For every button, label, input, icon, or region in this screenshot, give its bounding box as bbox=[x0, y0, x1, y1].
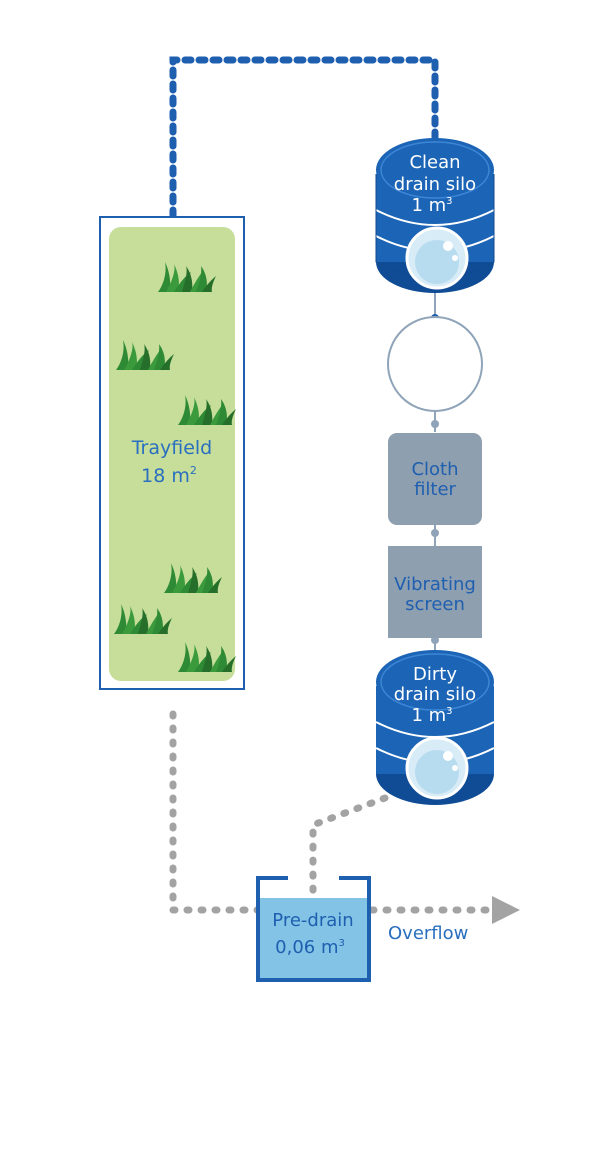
trayfield-label: Trayfield bbox=[131, 437, 213, 459]
clean-silo-label-line1: Clean bbox=[409, 152, 460, 173]
pre-drain-label: Pre-drain bbox=[272, 910, 353, 931]
dirty-drain-silo: Dirty drain silo 1 m3 bbox=[375, 650, 495, 805]
water-drop-icon bbox=[405, 226, 469, 290]
clean-water-line bbox=[169, 56, 439, 220]
clean-silo-label-line2: drain silo bbox=[394, 174, 476, 195]
pump-circle bbox=[387, 316, 483, 412]
water-drop-icon bbox=[405, 736, 469, 800]
vibrating-screen-label-line1: Vibrating bbox=[394, 574, 476, 595]
pre-drain-volume: 0,06 m3 bbox=[275, 937, 345, 958]
dirty-silo-label-line2: drain silo bbox=[394, 684, 476, 705]
cloth-filter: Cloth filter bbox=[388, 433, 482, 525]
cloth-filter-label-line1: Cloth bbox=[411, 459, 458, 480]
dirty-water-line bbox=[169, 710, 494, 914]
cloth-filter-label-line2: filter bbox=[414, 479, 456, 500]
dirty-silo-label-line1: Dirty bbox=[413, 664, 457, 685]
vibrating-screen: Vibrating screen bbox=[388, 546, 482, 638]
clean-silo-volume: 1 m3 bbox=[411, 195, 452, 216]
pre-drain: Pre-drain 0,06 m3 bbox=[256, 876, 371, 982]
arrow-right-icon bbox=[492, 896, 520, 924]
clean-drain-silo: Clean drain silo 1 m3 bbox=[375, 138, 495, 293]
trayfield: Trayfield 18 m2 bbox=[99, 216, 245, 690]
dirty-silo-volume: 1 m3 bbox=[411, 705, 452, 726]
trayfield-area: 18 m2 bbox=[141, 464, 197, 487]
overflow-label: Overflow bbox=[388, 923, 468, 944]
vibrating-screen-label-line2: screen bbox=[405, 594, 465, 615]
